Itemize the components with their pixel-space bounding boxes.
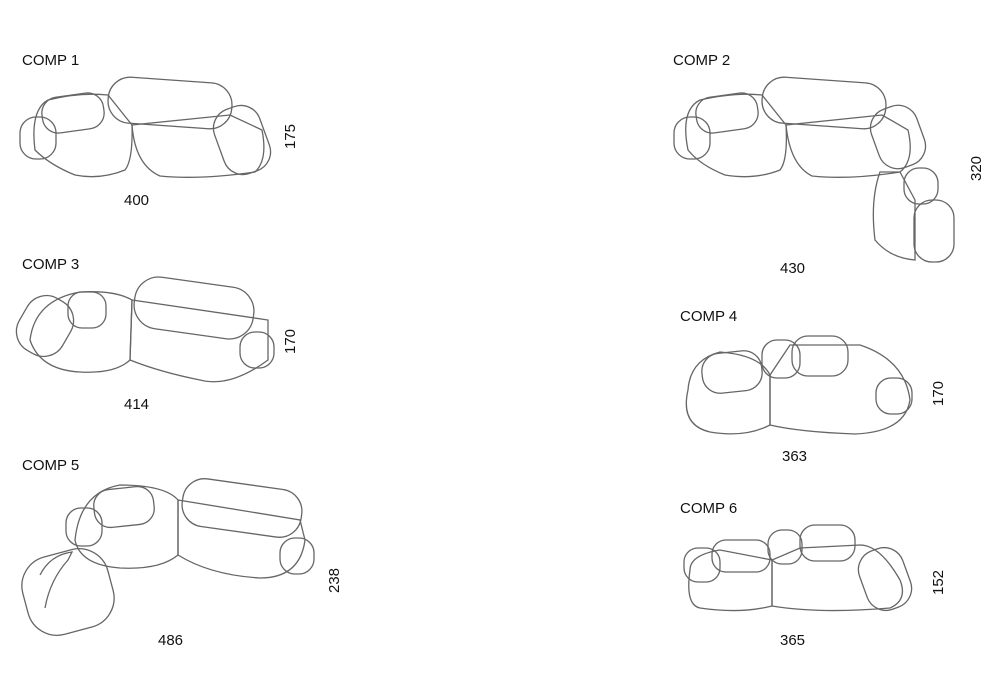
comp-2-depth: 320 [968,155,986,182]
comp-6-depth: 152 [930,569,948,596]
comp-1-drawing [19,76,272,178]
comp-5-drawing [21,478,315,636]
comp-5-label: COMP 5 [22,457,80,474]
comp-2-label: COMP 2 [673,52,731,69]
comp-1-width: 400 [124,192,150,209]
comp-3-label: COMP 3 [22,256,80,273]
comp-4-depth: 170 [930,380,948,407]
comp-6-label: COMP 6 [680,500,738,517]
comp-1-label: COMP 1 [22,52,80,69]
comp-1-depth: 175 [282,123,300,150]
comp-3-drawing [15,276,275,383]
comp-3-depth: 170 [282,328,300,355]
comp-4-label: COMP 4 [680,308,738,325]
comp-6-width: 365 [780,632,806,649]
comp-5-width: 486 [158,632,184,649]
comp-2-width: 430 [780,260,806,277]
comp-4-width: 363 [782,448,808,465]
comp-3-width: 414 [124,396,150,413]
comp-4-drawing [685,335,913,435]
comp-6-drawing [683,524,913,612]
comp-5-depth: 238 [326,567,344,594]
comp-2-drawing [673,76,955,263]
